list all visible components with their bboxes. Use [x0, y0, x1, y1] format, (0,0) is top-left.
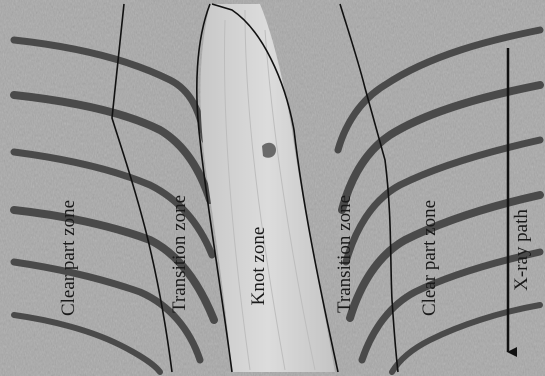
label-xray-path: X-ray path	[511, 209, 532, 291]
label-knot-zone: Knot zone	[248, 227, 269, 306]
label-clear-part-right: Clear part zone	[419, 200, 440, 316]
label-clear-part-left: Clear part zone	[58, 200, 79, 316]
label-transition-left: Transition zone	[169, 195, 190, 313]
label-transition-right: Transition zone	[334, 195, 355, 313]
